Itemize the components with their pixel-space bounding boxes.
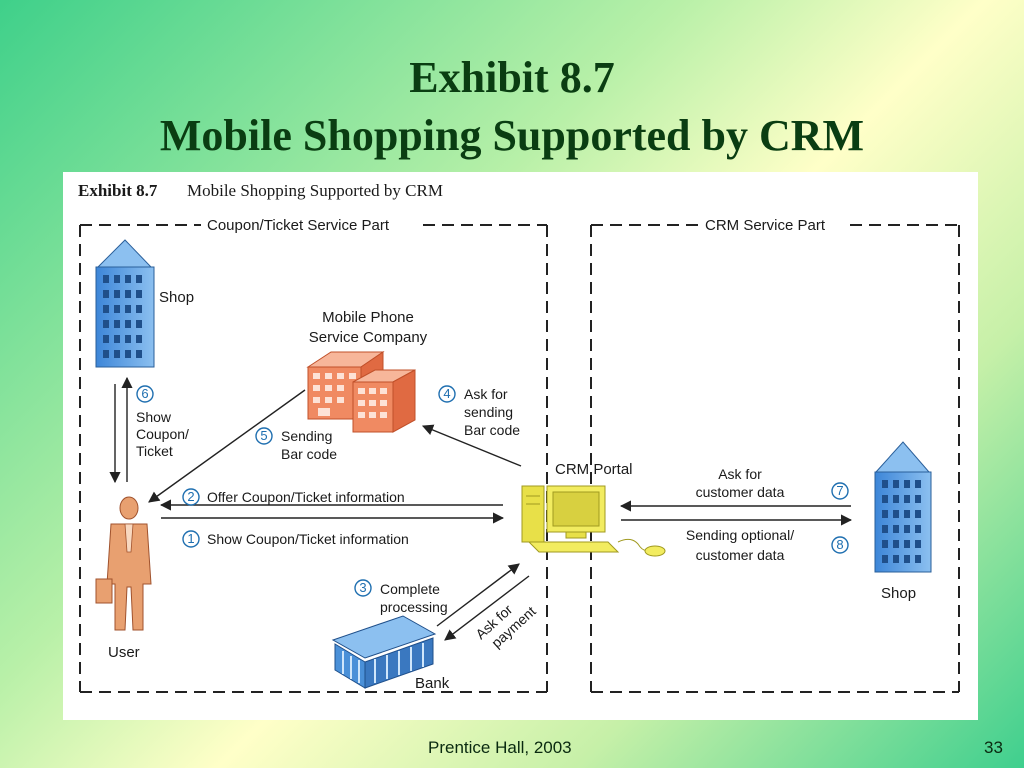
step-6-line3: Ticket xyxy=(136,443,173,459)
step-4-line3: Bar code xyxy=(464,422,520,438)
step-5-line1: Sending xyxy=(281,428,332,444)
step-4: 4 Ask for sending Bar code xyxy=(438,385,520,438)
mobile-company-label-line1: Mobile Phone xyxy=(322,309,414,326)
step-6-line1: Show xyxy=(136,409,172,425)
svg-text:3: 3 xyxy=(359,580,366,595)
step-7-line1: Ask for xyxy=(718,466,762,482)
step-7-line2: customer data xyxy=(696,484,785,500)
figure-caption-label: Exhibit 8.7 xyxy=(78,181,158,200)
svg-text:1: 1 xyxy=(187,531,194,546)
slide-title-line2: Mobile Shopping Supported by CRM xyxy=(159,111,865,160)
step-7: Ask for customer data 7 xyxy=(696,466,849,500)
arrow-complete-processing xyxy=(436,563,520,627)
crm-service-region-label: CRM Service Part xyxy=(705,217,826,234)
step-8-line2: customer data xyxy=(696,547,785,563)
svg-text:8: 8 xyxy=(836,537,843,552)
step-5: 5 Sending Bar code xyxy=(255,427,337,462)
step-2-line1: Offer Coupon/Ticket information xyxy=(207,489,405,505)
step-6-line2: Coupon/ xyxy=(136,426,189,442)
user-label: User xyxy=(108,644,140,661)
step-1-line1: Show Coupon/Ticket information xyxy=(207,531,409,547)
bank-building-icon xyxy=(331,615,437,689)
bank-label: Bank xyxy=(415,675,450,692)
svg-text:2: 2 xyxy=(187,489,194,504)
step-1: 1 Show Coupon/Ticket information xyxy=(182,530,409,548)
step-8: Sending optional/ customer data 8 xyxy=(686,527,849,563)
step-6: 6 Show Coupon/ Ticket xyxy=(136,385,189,459)
shop-right-label: Shop xyxy=(881,585,916,602)
step-8-line1: Sending optional/ xyxy=(686,527,794,543)
coupon-ticket-region: Coupon/Ticket Service Part xyxy=(79,217,548,693)
flow-arrows xyxy=(109,376,853,641)
shop-left-label: Shop xyxy=(159,289,194,306)
svg-text:7: 7 xyxy=(836,483,843,498)
step-4-line2: sending xyxy=(464,404,513,420)
shop-right-building-icon xyxy=(874,441,932,573)
step-4-line1: Ask for xyxy=(464,386,508,402)
exhibit-figure: Exhibit 8.7 Mobile Shopping Supported by… xyxy=(63,172,978,720)
mobile-company-label-line2: Service Company xyxy=(309,329,428,346)
shop-building-icon xyxy=(95,239,155,368)
arrow-ask-for-payment xyxy=(444,575,530,641)
slide-page-number: 33 xyxy=(984,738,1003,757)
coupon-ticket-region-label: Coupon/Ticket Service Part xyxy=(207,217,390,234)
footer-credit: Prentice Hall, 2003 xyxy=(428,738,572,757)
mobile-company-building-icon xyxy=(306,351,416,433)
step-3-line1: Complete xyxy=(380,581,440,597)
crm-portal-computer-icon xyxy=(521,485,666,557)
crm-service-region: CRM Service Part xyxy=(590,217,960,693)
svg-text:5: 5 xyxy=(260,428,267,443)
step-5-line2: Bar code xyxy=(281,446,337,462)
diagram-canvas: Exhibit 8.7 Mobile Shopping Supported by… xyxy=(78,181,960,693)
step-3-line2: processing xyxy=(380,599,448,615)
ask-for-payment-label: Ask for payment xyxy=(472,601,539,651)
step-3: 3 Complete processing xyxy=(354,579,448,615)
slide-title-line1: Exhibit 8.7 xyxy=(409,53,615,102)
svg-text:6: 6 xyxy=(141,386,148,401)
user-person-icon xyxy=(95,496,152,631)
crm-portal-label: CRM Portal xyxy=(555,461,633,478)
step-2: 2 Offer Coupon/Ticket information xyxy=(182,488,405,506)
figure-caption-text: Mobile Shopping Supported by CRM xyxy=(187,181,443,200)
arrow-sending-bar-code xyxy=(148,389,306,503)
svg-text:4: 4 xyxy=(443,386,450,401)
arrow-ask-for-bar-code xyxy=(421,424,522,467)
